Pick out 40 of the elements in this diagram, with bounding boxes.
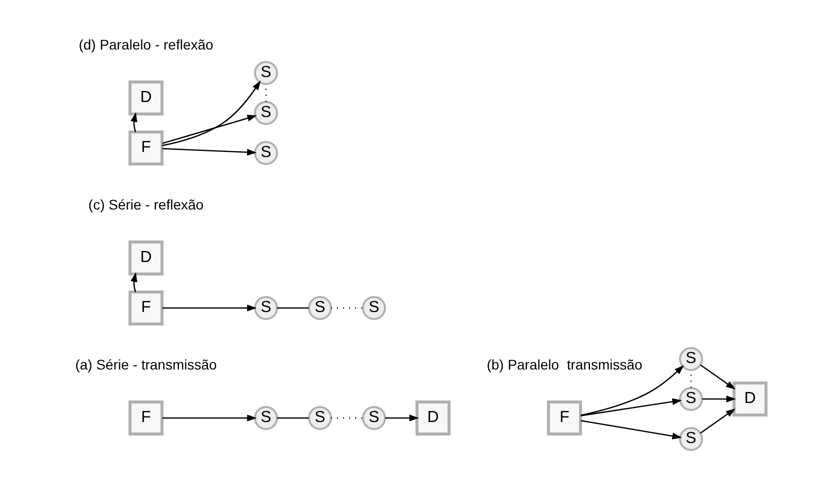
- connector: [277, 307, 309, 309]
- label: (b) Paralelo transmissão: [486, 356, 642, 373]
- connector: [277, 417, 309, 419]
- node-circle: S: [308, 296, 332, 320]
- node-box: F: [128, 290, 164, 326]
- node-box: F: [128, 400, 164, 436]
- label: (a) Série - transmissão: [75, 356, 217, 373]
- arrow: [700, 408, 736, 434]
- label: (c) Série - reflexão: [88, 196, 204, 213]
- arrow: [580, 365, 684, 416]
- node-circle: S: [679, 347, 703, 371]
- arrow: [702, 396, 736, 402]
- node-circle: S: [254, 296, 278, 320]
- arrow: [700, 364, 736, 390]
- node-circle: S: [254, 141, 278, 165]
- node-circle: S: [254, 101, 278, 125]
- node-box: D: [416, 400, 450, 436]
- node-circle: S: [679, 387, 703, 411]
- node-circle: S: [362, 296, 386, 320]
- arrow: [130, 112, 138, 132]
- node-box: F: [128, 130, 164, 166]
- node-circle: S: [254, 61, 278, 85]
- arrow: [385, 414, 419, 422]
- node-box: D: [128, 240, 164, 276]
- arrow: [162, 414, 257, 422]
- arrow: [580, 398, 682, 416]
- arrow: [162, 304, 257, 312]
- node-circle: S: [308, 406, 332, 430]
- arrow: [162, 80, 261, 146]
- node-box: D: [732, 382, 768, 416]
- node-circle: S: [679, 427, 703, 451]
- node-circle: S: [254, 406, 278, 430]
- node-circle: S: [362, 406, 386, 430]
- node-box: D: [128, 80, 164, 116]
- arrow: [162, 114, 257, 144]
- arrow: [130, 272, 138, 292]
- arrow: [162, 148, 257, 156]
- node-box: F: [547, 400, 582, 436]
- arrow: [580, 420, 682, 440]
- label: (d) Paralelo - reflexão: [78, 36, 214, 53]
